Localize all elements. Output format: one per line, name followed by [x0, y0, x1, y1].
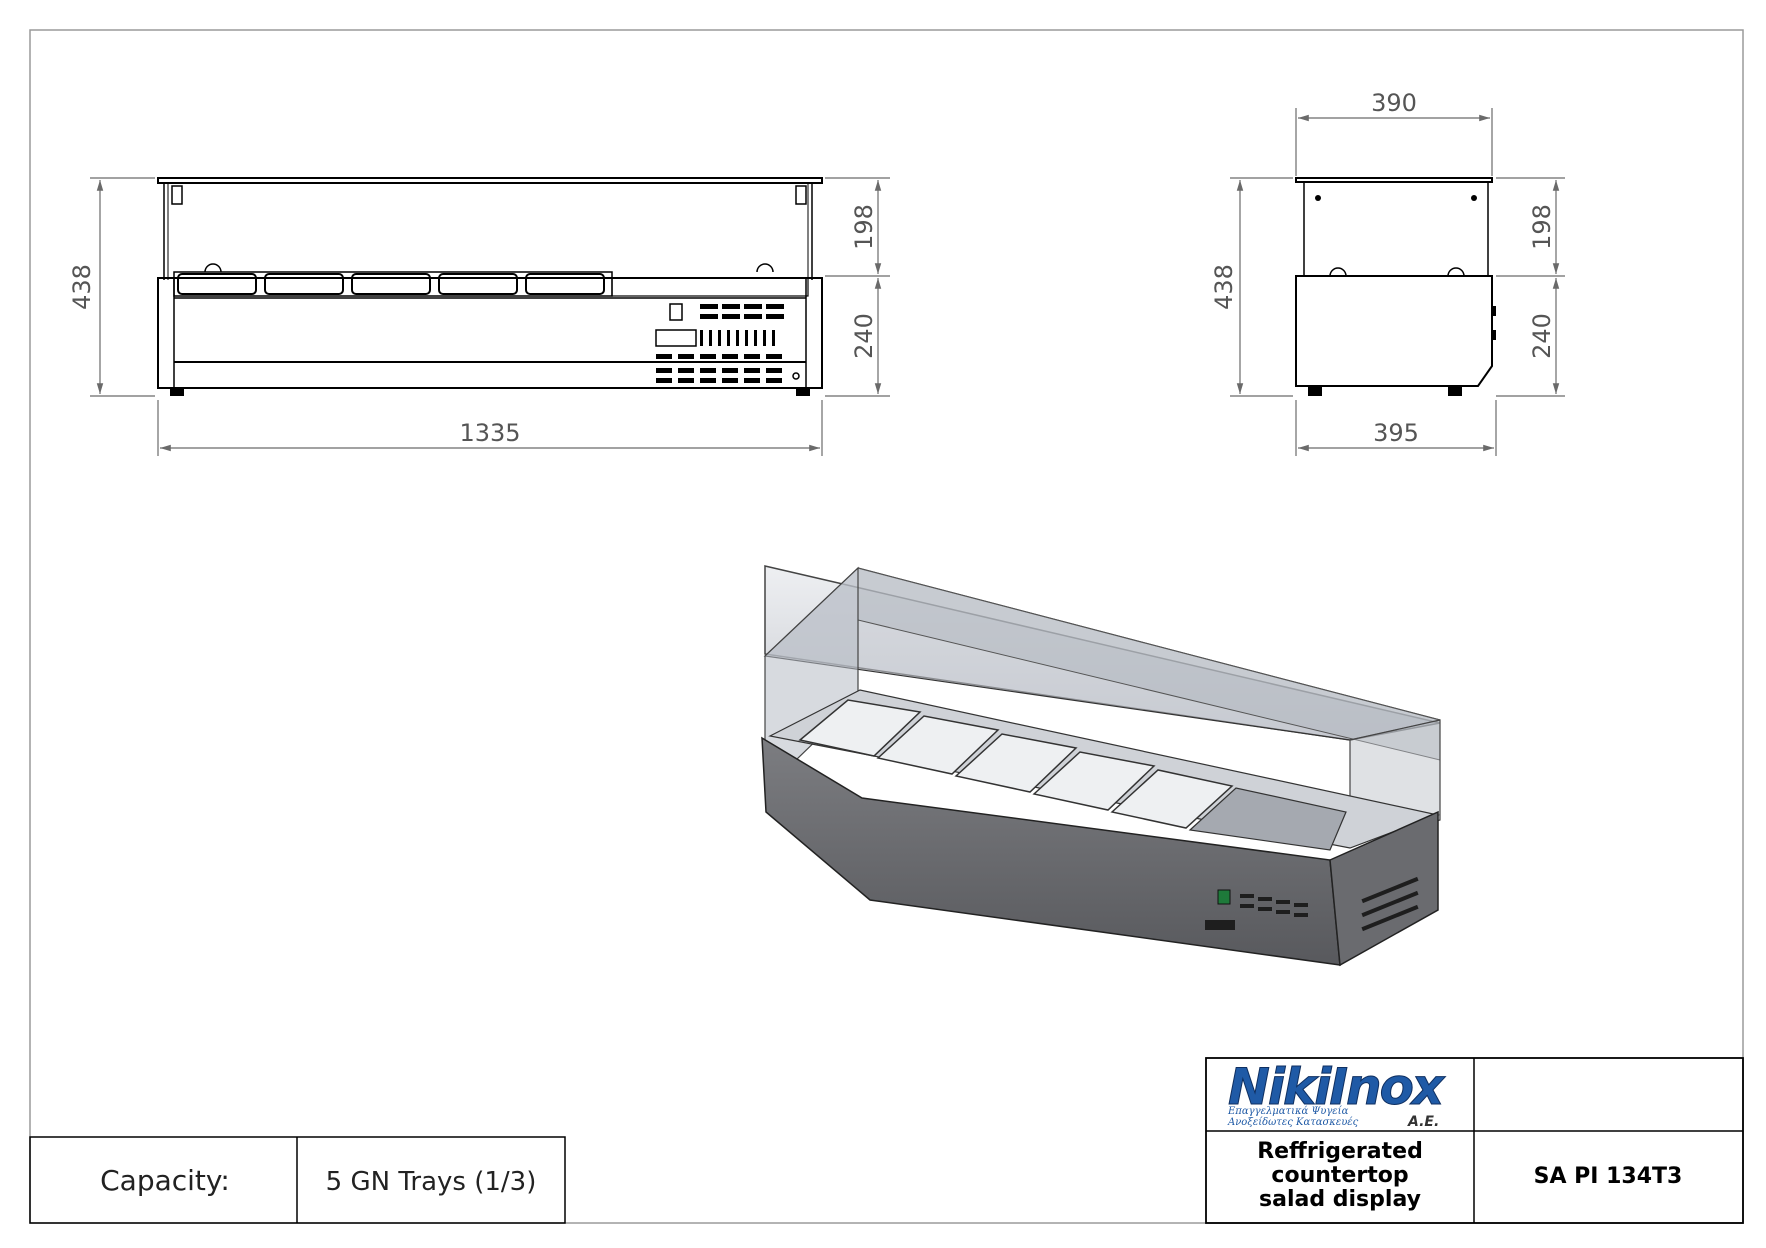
- sheet-border: [29, 29, 1744, 1224]
- front-view-trays: [177, 273, 605, 295]
- model-code: SA PI 134T3: [1534, 1164, 1683, 1189]
- description-line-2: countertop: [1271, 1163, 1408, 1188]
- front-dim-lower-height: 240: [850, 313, 878, 359]
- logo-tagline-1: Επαγγελματικά Ψυγεία: [1227, 1106, 1349, 1117]
- description-line-3: salad display: [1259, 1187, 1421, 1212]
- front-dim-width: 1335: [459, 419, 520, 447]
- logo-wordmark: NikiInox: [1228, 1058, 1446, 1116]
- side-dim-bottom-depth: 395: [1373, 419, 1419, 447]
- front-view: 438 198 240 1335: [68, 177, 890, 456]
- logo-suffix: A.E.: [1407, 1114, 1439, 1130]
- capacity-value: 5 GN Trays (1/3): [326, 1167, 537, 1197]
- isometric-trays: [798, 699, 1234, 829]
- side-dim-total-height: 438: [1210, 264, 1238, 310]
- side-dim-top-depth: 390: [1371, 89, 1417, 117]
- capacity-table: Capacity: 5 GN Trays (1/3): [29, 1136, 566, 1224]
- capacity-label: Capacity:: [100, 1164, 230, 1197]
- description-line-1: Reffrigerated: [1257, 1139, 1423, 1164]
- logo-tagline-2: Ανοξείδωτες Κατασκευές: [1227, 1117, 1359, 1128]
- side-view: 390 438 198 240 395: [1210, 89, 1565, 456]
- front-view-vents: [656, 304, 784, 383]
- side-dim-upper-height: 198: [1528, 204, 1556, 250]
- nikiinox-logo: NikiInox A.E. Επαγγελματικά Ψυγεία Ανοξε…: [1227, 1058, 1448, 1131]
- side-dim-lower-height: 240: [1528, 313, 1556, 359]
- front-dim-total-height: 438: [68, 264, 96, 310]
- front-dim-upper-height: 198: [850, 204, 878, 250]
- isometric-vents: [1205, 876, 1419, 932]
- isometric-render: [761, 565, 1441, 967]
- title-block: NikiInox A.E. Επαγγελματικά Ψυγεία Ανοξε…: [1205, 1057, 1744, 1224]
